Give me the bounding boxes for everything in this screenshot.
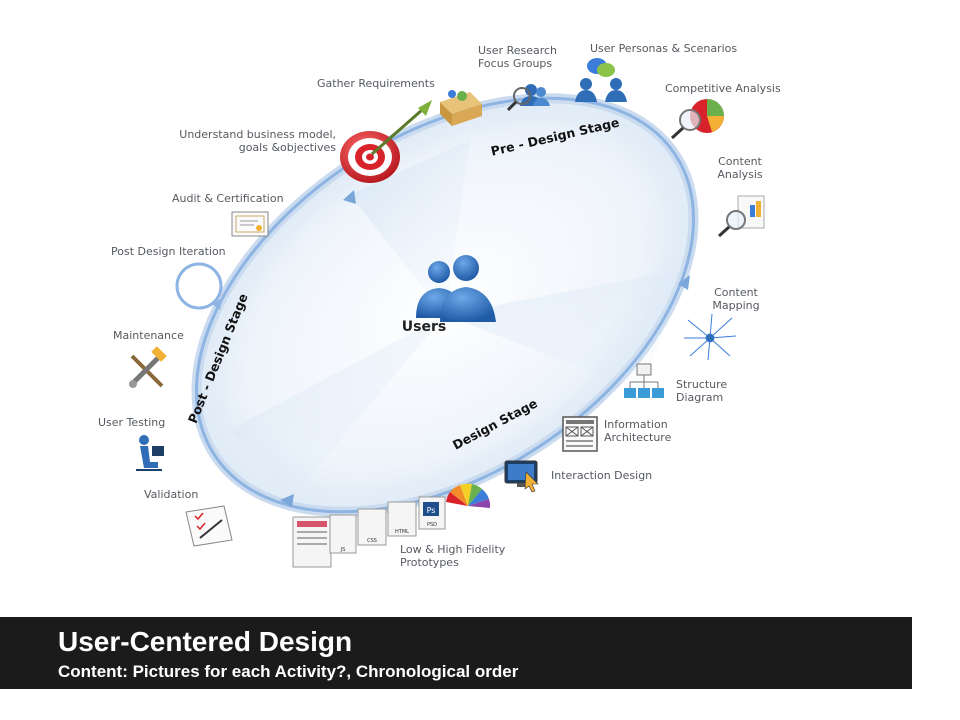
- user-personas-icon: [575, 58, 627, 102]
- label-maintenance: Maintenance: [113, 329, 184, 342]
- footer-banner: User-Centered Design Content: Pictures f…: [0, 617, 912, 689]
- label-competitive-analysis: Competitive Analysis: [665, 82, 781, 95]
- content-analysis-icon: [719, 196, 764, 236]
- iteration-cycle-icon: [177, 264, 222, 310]
- label-content-mapping-line1: Content: [708, 286, 764, 299]
- file-tag-js: JS: [340, 547, 346, 553]
- file-tag-psd: PSD: [427, 522, 437, 528]
- file-tag-html: HTML: [395, 529, 409, 535]
- label-information-architecture: Information Architecture: [604, 418, 671, 444]
- certificate-icon: [232, 212, 268, 236]
- label-user-testing: User Testing: [98, 416, 165, 429]
- label-structure-diagram-line2: Diagram: [676, 391, 727, 404]
- label-structure-diagram: Structure Diagram: [676, 378, 727, 404]
- label-user-research: User Research Focus Groups: [478, 44, 557, 70]
- slide-title: User-Centered Design: [58, 626, 352, 658]
- label-content-analysis: Content Analysis: [712, 155, 768, 181]
- ucd-cycle-diagram: Pre - Design Stage Design Stage Post - D…: [0, 0, 960, 600]
- label-content-mapping-line2: Mapping: [708, 299, 764, 312]
- maintenance-tools-icon: [129, 346, 167, 388]
- label-understand-business-line2: goals &objectives: [160, 141, 336, 154]
- label-prototypes-line2: Prototypes: [400, 556, 505, 569]
- label-post-design-iteration: Post Design Iteration: [111, 245, 226, 258]
- label-prototypes-line1: Low & High Fidelity: [400, 543, 505, 556]
- label-user-research-line2: Focus Groups: [478, 57, 557, 70]
- file-tag-ps: Ps: [427, 506, 436, 515]
- label-gather-requirements: Gather Requirements: [317, 77, 435, 90]
- label-content-analysis-line2: Analysis: [712, 168, 768, 181]
- competitive-analysis-icon: [672, 99, 724, 138]
- label-validation: Validation: [144, 488, 198, 501]
- label-information-architecture-line2: Architecture: [604, 431, 671, 444]
- content-mapping-icon: [684, 314, 736, 360]
- label-content-analysis-line1: Content: [712, 155, 768, 168]
- interaction-design-icon: [505, 461, 538, 492]
- label-content-mapping: Content Mapping: [708, 286, 764, 312]
- label-understand-business-line1: Understand business model,: [160, 128, 336, 141]
- label-prototypes: Low & High Fidelity Prototypes: [400, 543, 505, 569]
- center-label-users: Users: [402, 319, 446, 335]
- label-user-research-line1: User Research: [478, 44, 557, 57]
- validation-icon: [186, 506, 232, 546]
- label-structure-diagram-line1: Structure: [676, 378, 727, 391]
- label-interaction-design: Interaction Design: [551, 469, 652, 482]
- slide-subtitle: Content: Pictures for each Activity?, Ch…: [58, 662, 518, 682]
- label-user-personas: User Personas & Scenarios: [590, 42, 737, 55]
- user-testing-icon: [136, 435, 164, 470]
- information-architecture-icon: [563, 417, 597, 451]
- label-audit-certification: Audit & Certification: [172, 192, 284, 205]
- file-tag-css: CSS: [367, 538, 377, 544]
- label-understand-business: Understand business model, goals &object…: [160, 128, 336, 154]
- label-information-architecture-line1: Information: [604, 418, 671, 431]
